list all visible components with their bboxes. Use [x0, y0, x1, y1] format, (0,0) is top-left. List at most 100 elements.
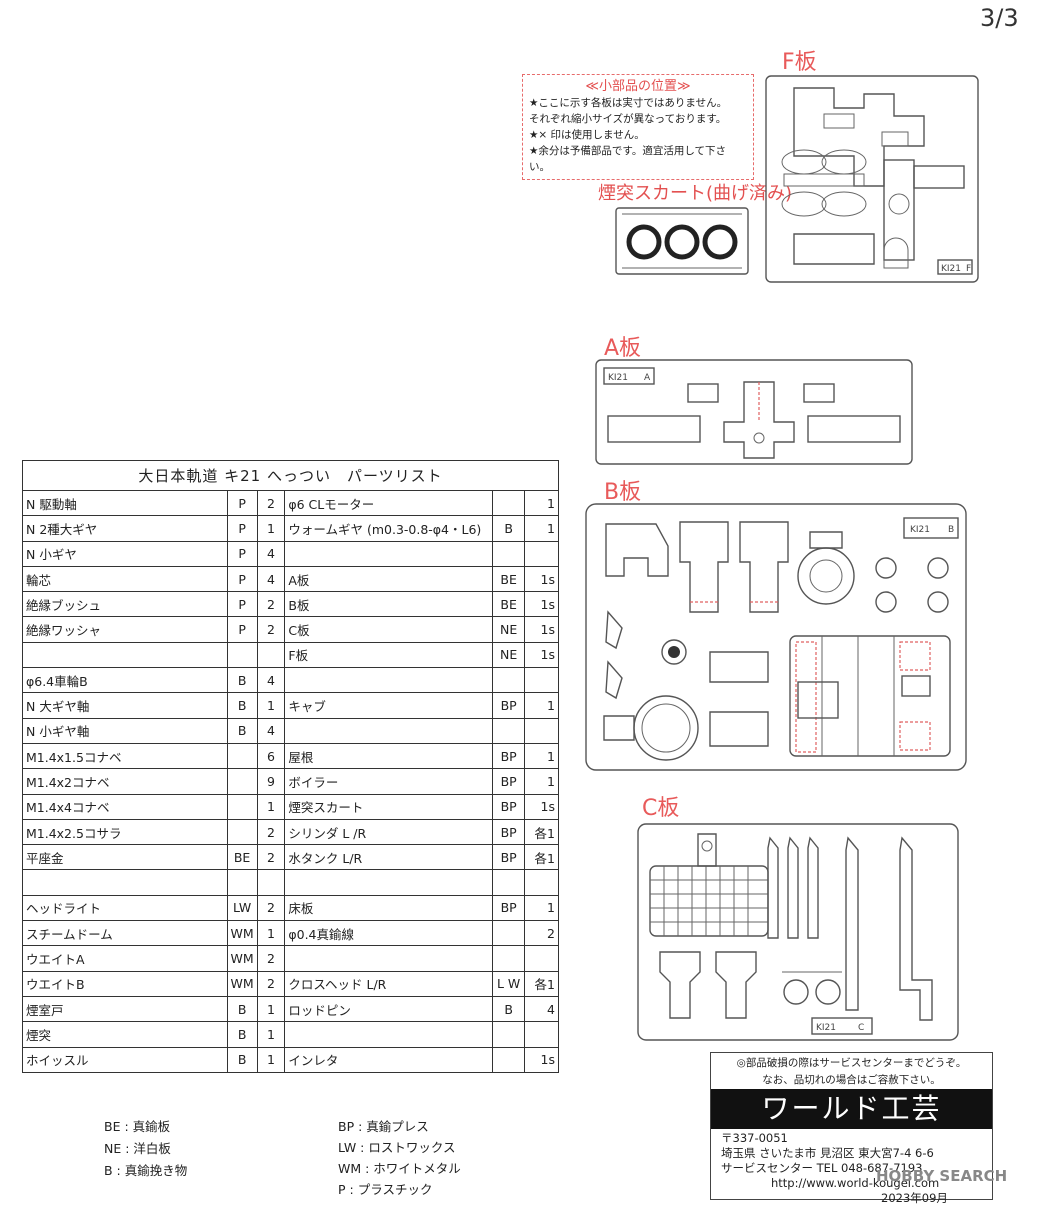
part-qty: 2	[256, 616, 286, 643]
part-name: クロスヘッド L/R	[284, 970, 494, 997]
company-address: 埼玉県 さいたま市 見沼区 東大宮7-4 6-6	[721, 1146, 934, 1160]
legend-item: B : 真鍮挽き物	[104, 1163, 188, 1178]
part-material: BP	[492, 894, 526, 922]
part-qty: 2	[256, 489, 286, 517]
part-qty	[524, 1021, 559, 1048]
b-plate-title: B板	[604, 480, 642, 505]
part-material: B	[226, 995, 258, 1023]
part-material: P	[226, 565, 258, 593]
part-material	[226, 742, 258, 770]
page-number: 3/3	[980, 4, 1019, 32]
part-name: 絶縁ブッシュ	[22, 591, 228, 618]
part-name: A板	[284, 565, 494, 593]
part-material: BE	[492, 565, 526, 593]
part-qty: 4	[256, 717, 286, 744]
part-material: BE	[226, 844, 258, 871]
notice-line: ★余分は予備部品です。適宜活用して下さい。	[529, 145, 727, 173]
part-qty: 各1	[524, 818, 559, 846]
part-qty: 4	[524, 995, 559, 1023]
part-material: BE	[492, 591, 526, 618]
f-plate-title: F板	[782, 50, 817, 75]
part-material	[492, 717, 526, 744]
part-material: L W	[492, 970, 526, 997]
service-phone: サービスセンター TEL 048-687-7193	[721, 1161, 923, 1175]
part-name: 煙室戸	[22, 995, 228, 1023]
part-name: F板	[284, 641, 494, 669]
part-name: ウォームギヤ (m0.3-0.8-φ4・L6)	[284, 515, 494, 542]
part-material: LW	[226, 894, 258, 922]
part-name: M1.4x2.5コサラ	[22, 818, 228, 846]
part-material	[226, 641, 258, 669]
part-name: N 小ギヤ軸	[22, 717, 228, 744]
legend-item: BP : 真鍮プレス	[338, 1119, 429, 1134]
part-qty: 1	[256, 1021, 286, 1048]
part-qty: 2	[256, 818, 286, 846]
part-qty: 各1	[524, 844, 559, 871]
part-qty: 4	[256, 540, 286, 567]
part-material: NE	[492, 616, 526, 643]
part-qty: 各1	[524, 970, 559, 997]
part-qty: 2	[256, 591, 286, 618]
part-material: WM	[226, 920, 258, 947]
part-qty: 1	[524, 742, 559, 770]
c-plate: KI21 C	[637, 823, 959, 1041]
part-material: B	[226, 1021, 258, 1048]
part-name: 床板	[284, 894, 494, 922]
part-name: 屋根	[284, 742, 494, 770]
company-url: http://www.world-kougei.com	[771, 1176, 940, 1190]
part-qty: 9	[256, 768, 286, 795]
part-material	[492, 869, 526, 896]
part-qty: 4	[256, 565, 286, 593]
part-qty: 1s	[524, 793, 559, 820]
part-name	[284, 540, 494, 567]
part-name: キャブ	[284, 692, 494, 719]
legend-right: BP : 真鍮プレス LW : ロストワックス WM : ホワイトメタル P :…	[338, 1116, 461, 1200]
part-name: 煙突スカート	[284, 793, 494, 820]
chimney-skirt-label: 煙突スカート(曲げ済み)	[598, 183, 793, 204]
part-material: BP	[492, 692, 526, 719]
notice-line: ★ここに示す各板は実寸ではありません。	[529, 97, 728, 109]
part-name: 平座金	[22, 844, 228, 871]
part-name: N 駆動軸	[22, 489, 228, 517]
part-qty: 1	[256, 995, 286, 1023]
part-material: BP	[492, 818, 526, 846]
a-plate: KI21 A	[595, 359, 913, 465]
part-qty: 1s	[524, 641, 559, 669]
part-qty: 6	[256, 742, 286, 770]
part-qty: 1	[524, 692, 559, 719]
part-qty: 1	[524, 489, 559, 517]
c-plate-title: C板	[642, 796, 680, 821]
part-material	[492, 920, 526, 947]
part-material: P	[226, 616, 258, 643]
print-date: 2023年09月	[881, 1191, 948, 1205]
part-name: N 2種大ギヤ	[22, 515, 228, 542]
hobby-search-watermark: HOBBY SEARCH	[876, 1167, 1008, 1185]
part-material: P	[226, 515, 258, 542]
part-qty	[524, 717, 559, 744]
part-qty: 1	[256, 515, 286, 542]
part-name: ウエイトA	[22, 945, 228, 972]
part-name: 煙突	[22, 1021, 228, 1048]
part-material: P	[226, 540, 258, 567]
part-material: NE	[492, 641, 526, 669]
part-name	[284, 869, 494, 896]
part-material: P	[226, 591, 258, 618]
parts-list-title: 大日本軌道 キ21 へっつい パーツリスト	[22, 460, 559, 491]
part-qty: 2	[256, 844, 286, 871]
part-qty	[256, 869, 286, 896]
legend-item: WM : ホワイトメタル	[338, 1161, 461, 1176]
part-material: P	[226, 489, 258, 517]
part-name: インレタ	[284, 1046, 494, 1073]
part-name	[284, 1021, 494, 1048]
part-name	[284, 717, 494, 744]
part-qty: 1	[256, 920, 286, 947]
